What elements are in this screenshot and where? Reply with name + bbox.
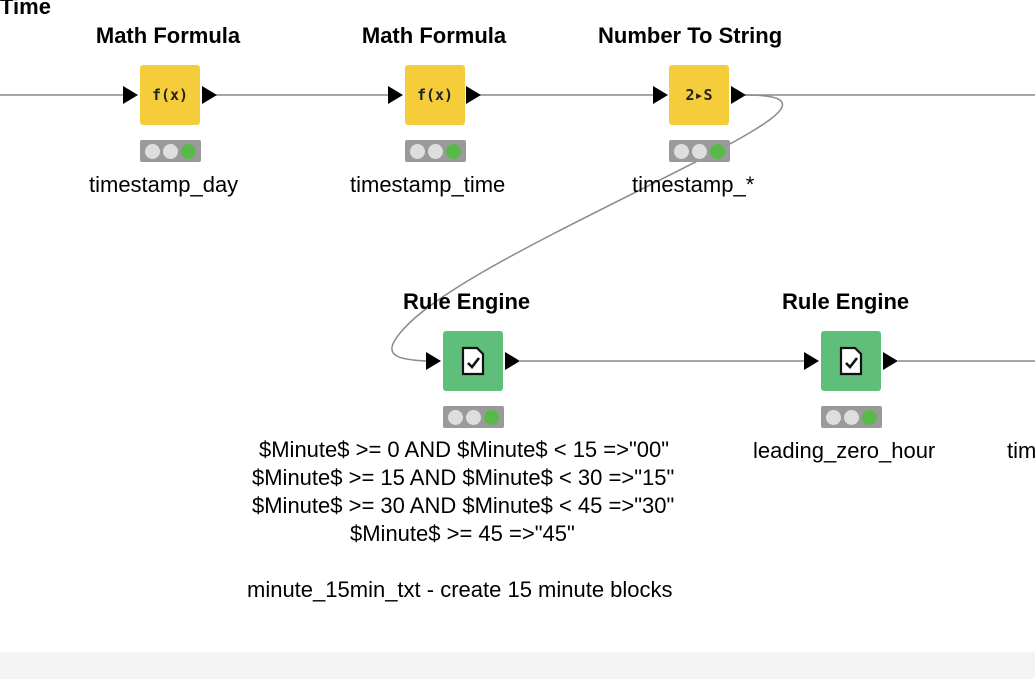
rule-line-4: $Minute$ >= 45 =>"45": [350, 521, 575, 546]
output-port[interactable]: [883, 352, 898, 370]
rule-line-5: [247, 548, 707, 576]
status-light-red: [673, 143, 689, 159]
canvas-bottom-band: [0, 652, 1035, 679]
status-light-green: [181, 143, 197, 159]
node-title: Number To String: [598, 23, 783, 48]
node-status-lights: [821, 406, 882, 428]
input-port[interactable]: [804, 352, 819, 370]
node-title: Rule Engine: [403, 289, 531, 314]
input-port[interactable]: [123, 86, 138, 104]
rule-engine-annotation[interactable]: $Minute$ >= 0 AND $Minute$ < 15 =>"00" $…: [247, 436, 707, 604]
rule-engine-icon: [839, 346, 863, 376]
node-status-lights: [140, 140, 201, 162]
node-label[interactable]: timestamp_*: [632, 172, 755, 197]
status-light-green: [484, 409, 500, 425]
node-label-partial[interactable]: timestamp: [1007, 438, 1035, 463]
node-status-lights: [443, 406, 504, 428]
math-formula-icon: f(x): [151, 86, 189, 104]
rule-line-3: $Minute$ >= 30 AND $Minute$ < 45 =>"30": [252, 493, 675, 518]
node-status-lights: [669, 140, 730, 162]
status-light-green: [862, 409, 878, 425]
status-light-yellow: [843, 409, 859, 425]
rule-line-1: $Minute$ >= 0 AND $Minute$ < 15 =>"00": [259, 437, 670, 462]
node-label[interactable]: leading_zero_hour: [753, 438, 936, 463]
output-port[interactable]: [731, 86, 746, 104]
node-label[interactable]: timestamp_time: [350, 172, 506, 197]
node-status-lights: [405, 140, 466, 162]
node-title-partial: Time: [0, 0, 51, 19]
rule-annotation-label: minute_15min_txt - create 15 minute bloc…: [247, 577, 673, 602]
input-port[interactable]: [653, 86, 668, 104]
node-title: Rule Engine: [782, 289, 910, 314]
rule-line-2: $Minute$ >= 15 AND $Minute$ < 30 =>"15": [252, 465, 675, 490]
input-port[interactable]: [426, 352, 441, 370]
node-title: Math Formula: [95, 23, 241, 48]
status-light-red: [144, 143, 160, 159]
input-port[interactable]: [388, 86, 403, 104]
node-title: Math Formula: [361, 23, 507, 48]
output-port[interactable]: [202, 86, 217, 104]
status-light-red: [825, 409, 841, 425]
math-formula-icon: f(x): [416, 86, 454, 104]
status-light-yellow: [465, 409, 481, 425]
status-light-yellow: [427, 143, 443, 159]
status-light-yellow: [162, 143, 178, 159]
rule-engine-icon: [461, 346, 485, 376]
connection-numtostring-to-rule1[interactable]: [391, 94, 783, 362]
status-light-yellow: [691, 143, 707, 159]
status-light-green: [710, 143, 726, 159]
status-light-red: [447, 409, 463, 425]
output-port[interactable]: [466, 86, 481, 104]
status-light-red: [409, 143, 425, 159]
rule-engine-node-box[interactable]: [443, 331, 503, 391]
number-to-string-node-box[interactable]: 2▸S: [669, 65, 729, 125]
number-to-string-icon: 2▸S: [685, 86, 713, 104]
math-formula-node-box[interactable]: f(x): [405, 65, 465, 125]
rule-engine-node-box[interactable]: [821, 331, 881, 391]
output-port[interactable]: [505, 352, 520, 370]
node-label[interactable]: timestamp_day: [89, 172, 239, 197]
status-light-green: [446, 143, 462, 159]
math-formula-node-box[interactable]: f(x): [140, 65, 200, 125]
